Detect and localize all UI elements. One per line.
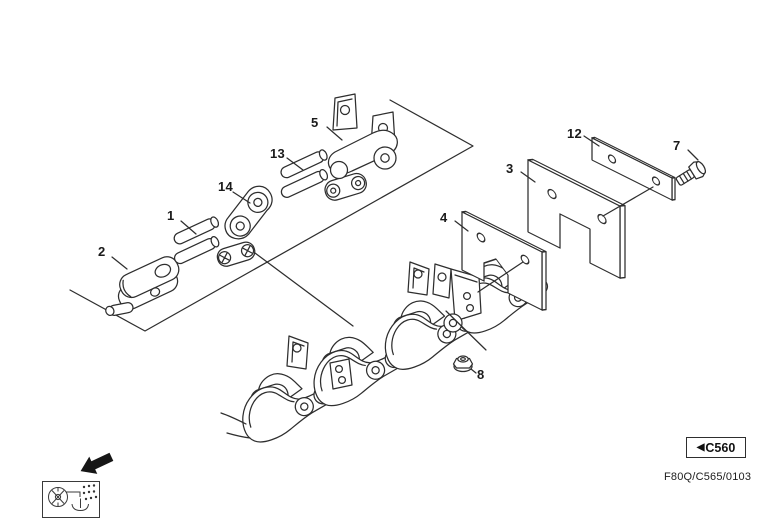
direction-arrow-icon: [80, 452, 114, 474]
callout-part-8[interactable]: 8: [477, 367, 485, 382]
part-12-strip-plate: [591, 136, 676, 201]
leader-lines: [111, 126, 699, 374]
part-3-plate: [527, 158, 626, 279]
chain-end-bracket: [432, 263, 482, 333]
callout-part-12[interactable]: 12: [567, 126, 583, 141]
figure-code: F80Q/C565/0103: [664, 471, 752, 483]
callout-part-13[interactable]: 13: [270, 146, 286, 161]
callout-part-7[interactable]: 7: [673, 138, 681, 153]
callout-part-14[interactable]: 14: [218, 179, 234, 194]
track-chain-assembly: [220, 243, 555, 450]
callout-part-5[interactable]: 5: [311, 115, 319, 130]
part-5-bracket: [327, 93, 398, 180]
part-1-pin-set: [173, 216, 256, 267]
callout-part-3[interactable]: 3: [506, 161, 514, 176]
location-pictogram-box: [42, 481, 100, 518]
part-7-bolt: [675, 161, 707, 186]
chain-bracket-2: [329, 358, 353, 390]
prev-figure-button[interactable]: ◀C560: [686, 437, 746, 458]
callout-part-4[interactable]: 4: [440, 210, 448, 225]
chain-bracket-1: [286, 335, 309, 370]
chain-left-tail: [220, 412, 251, 439]
part-4-plate: [461, 210, 547, 311]
left-triangle-icon: ◀: [696, 441, 705, 453]
prev-figure-label: C560: [705, 440, 736, 455]
part-8-nut: [452, 355, 474, 373]
sprocket-chain-icon: [48, 484, 98, 512]
chain-bracket-3: [407, 261, 430, 296]
callout-part-2[interactable]: 2: [98, 244, 106, 259]
part-14-bushing-link: [224, 185, 273, 240]
callout-part-1[interactable]: 1: [167, 208, 175, 223]
part-2-master-link: [105, 256, 180, 317]
part-13-pin-set: [280, 149, 367, 201]
